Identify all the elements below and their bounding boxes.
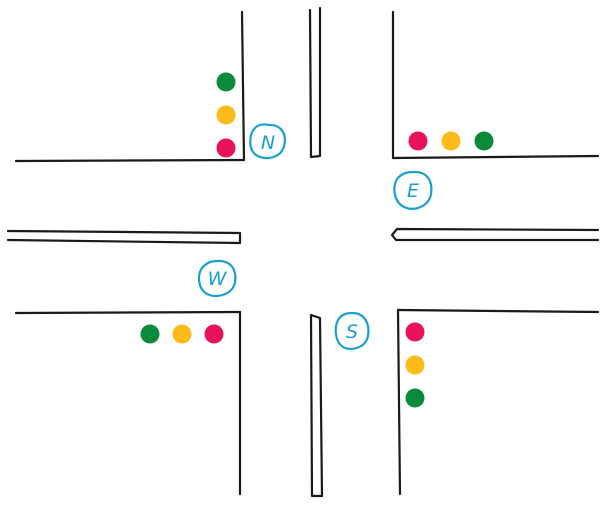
south-east-corner-edge (396, 308, 600, 314)
north-road-left-edge (240, 10, 246, 162)
red-light (408, 131, 428, 151)
yellow-light (441, 131, 461, 151)
green-light (405, 388, 425, 408)
badge-ring (393, 170, 433, 210)
badge-ring (249, 123, 286, 160)
north-median (308, 6, 322, 159)
west-median (6, 229, 242, 245)
direction-badge-west: W (197, 259, 237, 298)
south-median (309, 313, 324, 498)
east-median (390, 227, 600, 242)
medians (6, 6, 600, 498)
badge-label: W (208, 268, 228, 290)
direction-badge-north: N (249, 123, 286, 160)
south-road-right-edge (396, 308, 402, 496)
red-light (405, 322, 425, 342)
west-traffic-signal (140, 324, 224, 344)
red-light (216, 138, 236, 158)
green-light (216, 72, 236, 92)
badge-label: E (407, 180, 419, 202)
green-light (140, 324, 160, 344)
east-traffic-signal (408, 131, 494, 151)
badge-label: N (261, 132, 275, 154)
yellow-light (172, 324, 192, 344)
red-light (204, 324, 224, 344)
south-traffic-signal (405, 322, 425, 408)
north-west-corner-edge (14, 158, 246, 163)
north-traffic-signal (216, 72, 236, 158)
badge-ring (334, 311, 370, 351)
yellow-light (405, 355, 425, 375)
green-light (474, 131, 494, 151)
direction-badge-south: S (334, 311, 370, 351)
south-west-corner-edge (14, 310, 242, 315)
road-edges (14, 10, 600, 496)
yellow-light (216, 105, 236, 125)
north-east-corner-edge (391, 154, 600, 160)
direction-badge-east: E (393, 170, 433, 210)
badge-ring (197, 259, 237, 298)
badge-label: S (346, 321, 358, 343)
